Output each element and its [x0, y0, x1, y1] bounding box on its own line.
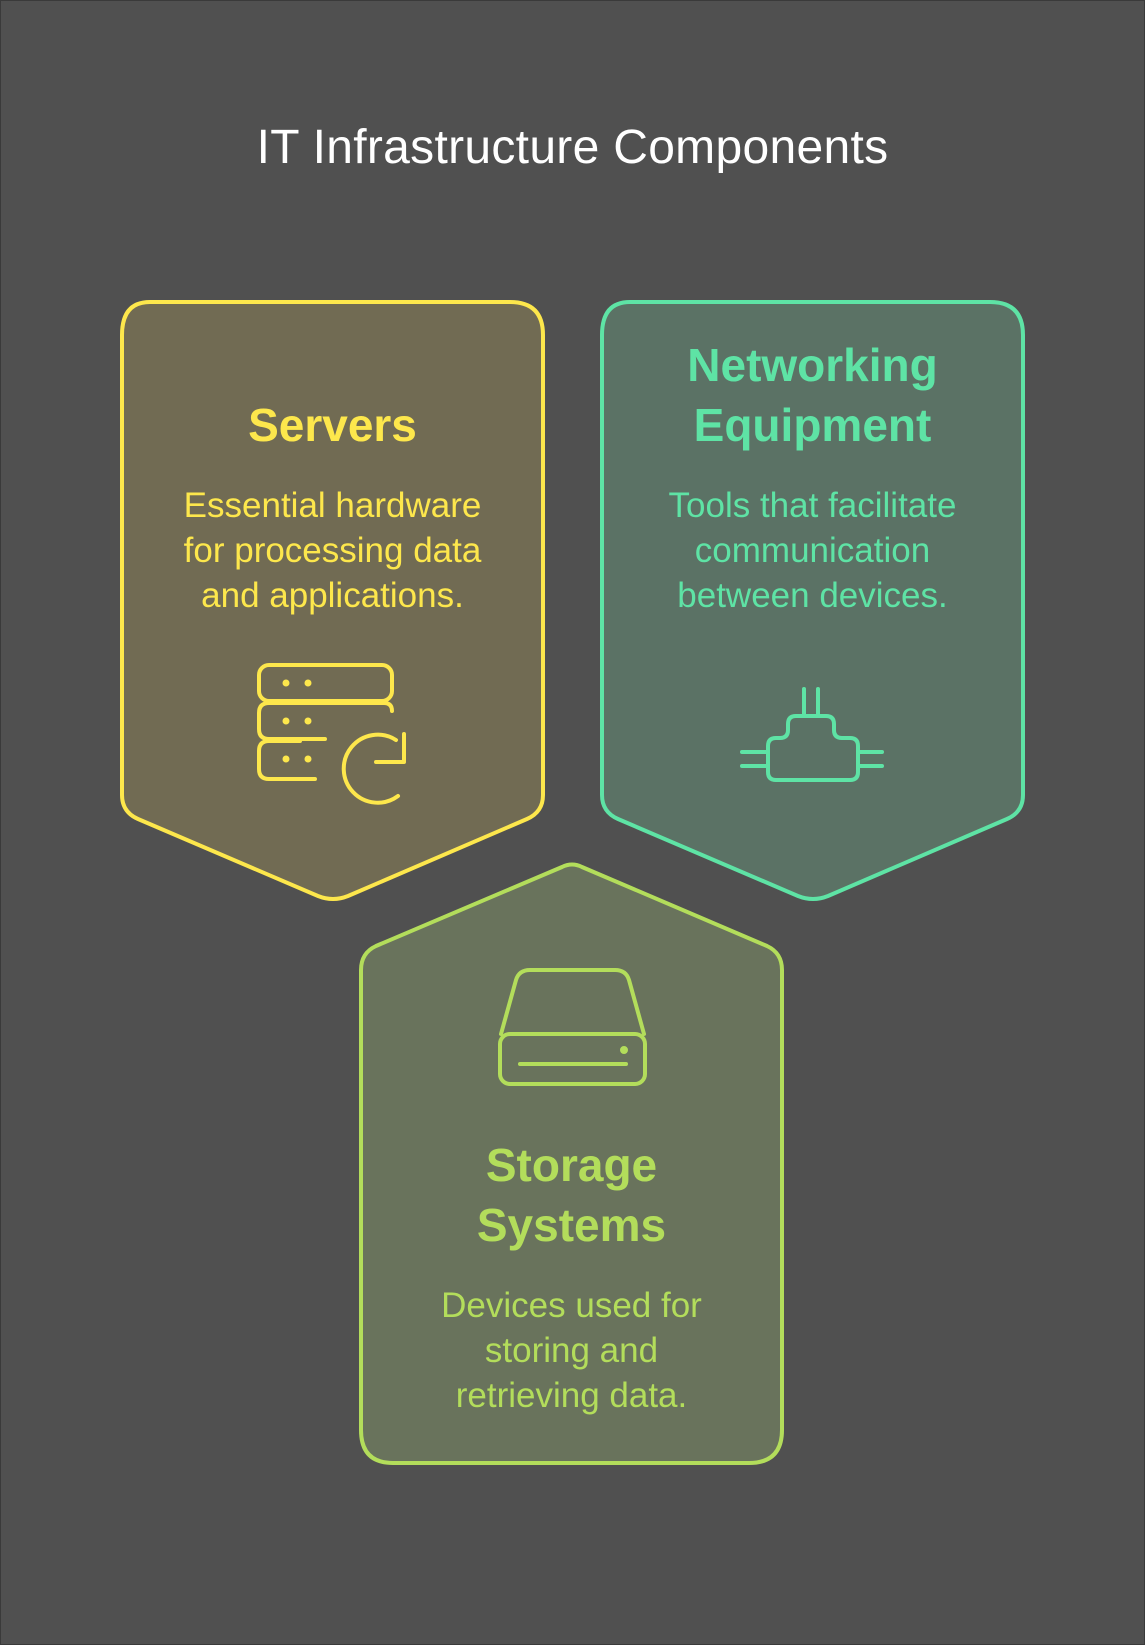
storage-description-line: Devices used for [441, 1286, 702, 1325]
networking-description-line: between devices. [677, 576, 948, 615]
networking-description-line: communication [694, 531, 931, 570]
servers-description-line: for processing data [183, 531, 482, 570]
storage-heading: Storage Systems [361, 1135, 782, 1255]
networking-text-block: Networking Equipment Tools that facilita… [602, 335, 1023, 618]
diagram-title: IT Infrastructure Components [256, 121, 889, 174]
networking-description: Tools that facilitate communication betw… [602, 483, 1023, 618]
hard-drive-icon [498, 968, 647, 1086]
networking-card [600, 300, 1025, 901]
storage-text-block: Storage Systems Devices used for storing… [361, 1135, 782, 1418]
networking-heading: Networking Equipment [602, 335, 1023, 455]
servers-heading: Servers [248, 399, 417, 451]
servers-card [120, 300, 545, 901]
networking-heading-line: Equipment [693, 399, 932, 451]
servers-description-line: and applications. [201, 576, 464, 615]
storage-heading-line: Systems [476, 1199, 667, 1251]
storage-description-line: storing and [484, 1331, 659, 1370]
storage-heading-line: Storage [485, 1139, 658, 1191]
server-refresh-icon [257, 663, 406, 805]
storage-card [359, 862, 784, 1465]
networking-heading-line: Networking [687, 339, 938, 391]
network-splitter-icon [740, 687, 884, 782]
storage-description-line: retrieving data. [455, 1376, 688, 1415]
servers-text-block: Servers Essential hardware for processin… [122, 395, 543, 618]
servers-description: Essential hardware for processing data a… [122, 483, 543, 618]
networking-description-line: Tools that facilitate [668, 486, 957, 525]
servers-description-line: Essential hardware [183, 486, 482, 525]
storage-description: Devices used for storing and retrieving … [361, 1283, 782, 1418]
